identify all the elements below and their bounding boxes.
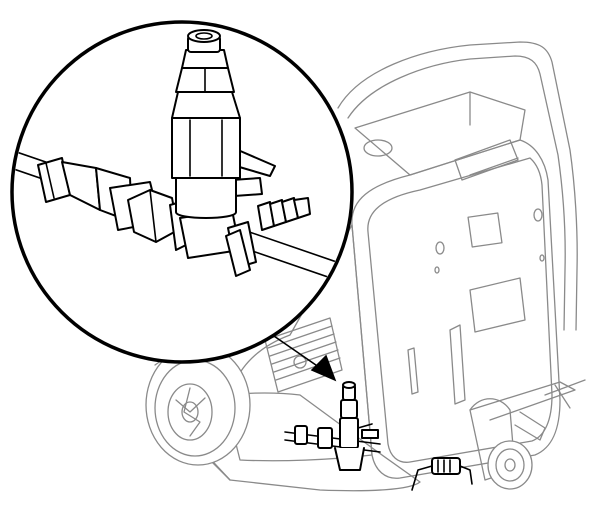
- vent-grille: [264, 317, 343, 393]
- detail-zoom-circle: [10, 20, 354, 364]
- adjustment-knob: [411, 457, 473, 491]
- vertical-valve-assembly: [171, 29, 241, 219]
- hose-barb: [257, 197, 311, 231]
- arrowhead: [310, 354, 337, 382]
- side-panel: [351, 139, 561, 479]
- fuel-fitting-small: [284, 381, 381, 471]
- right-wheel: [469, 379, 586, 490]
- carry-handle: [337, 41, 578, 331]
- tee-fitting: [179, 209, 257, 277]
